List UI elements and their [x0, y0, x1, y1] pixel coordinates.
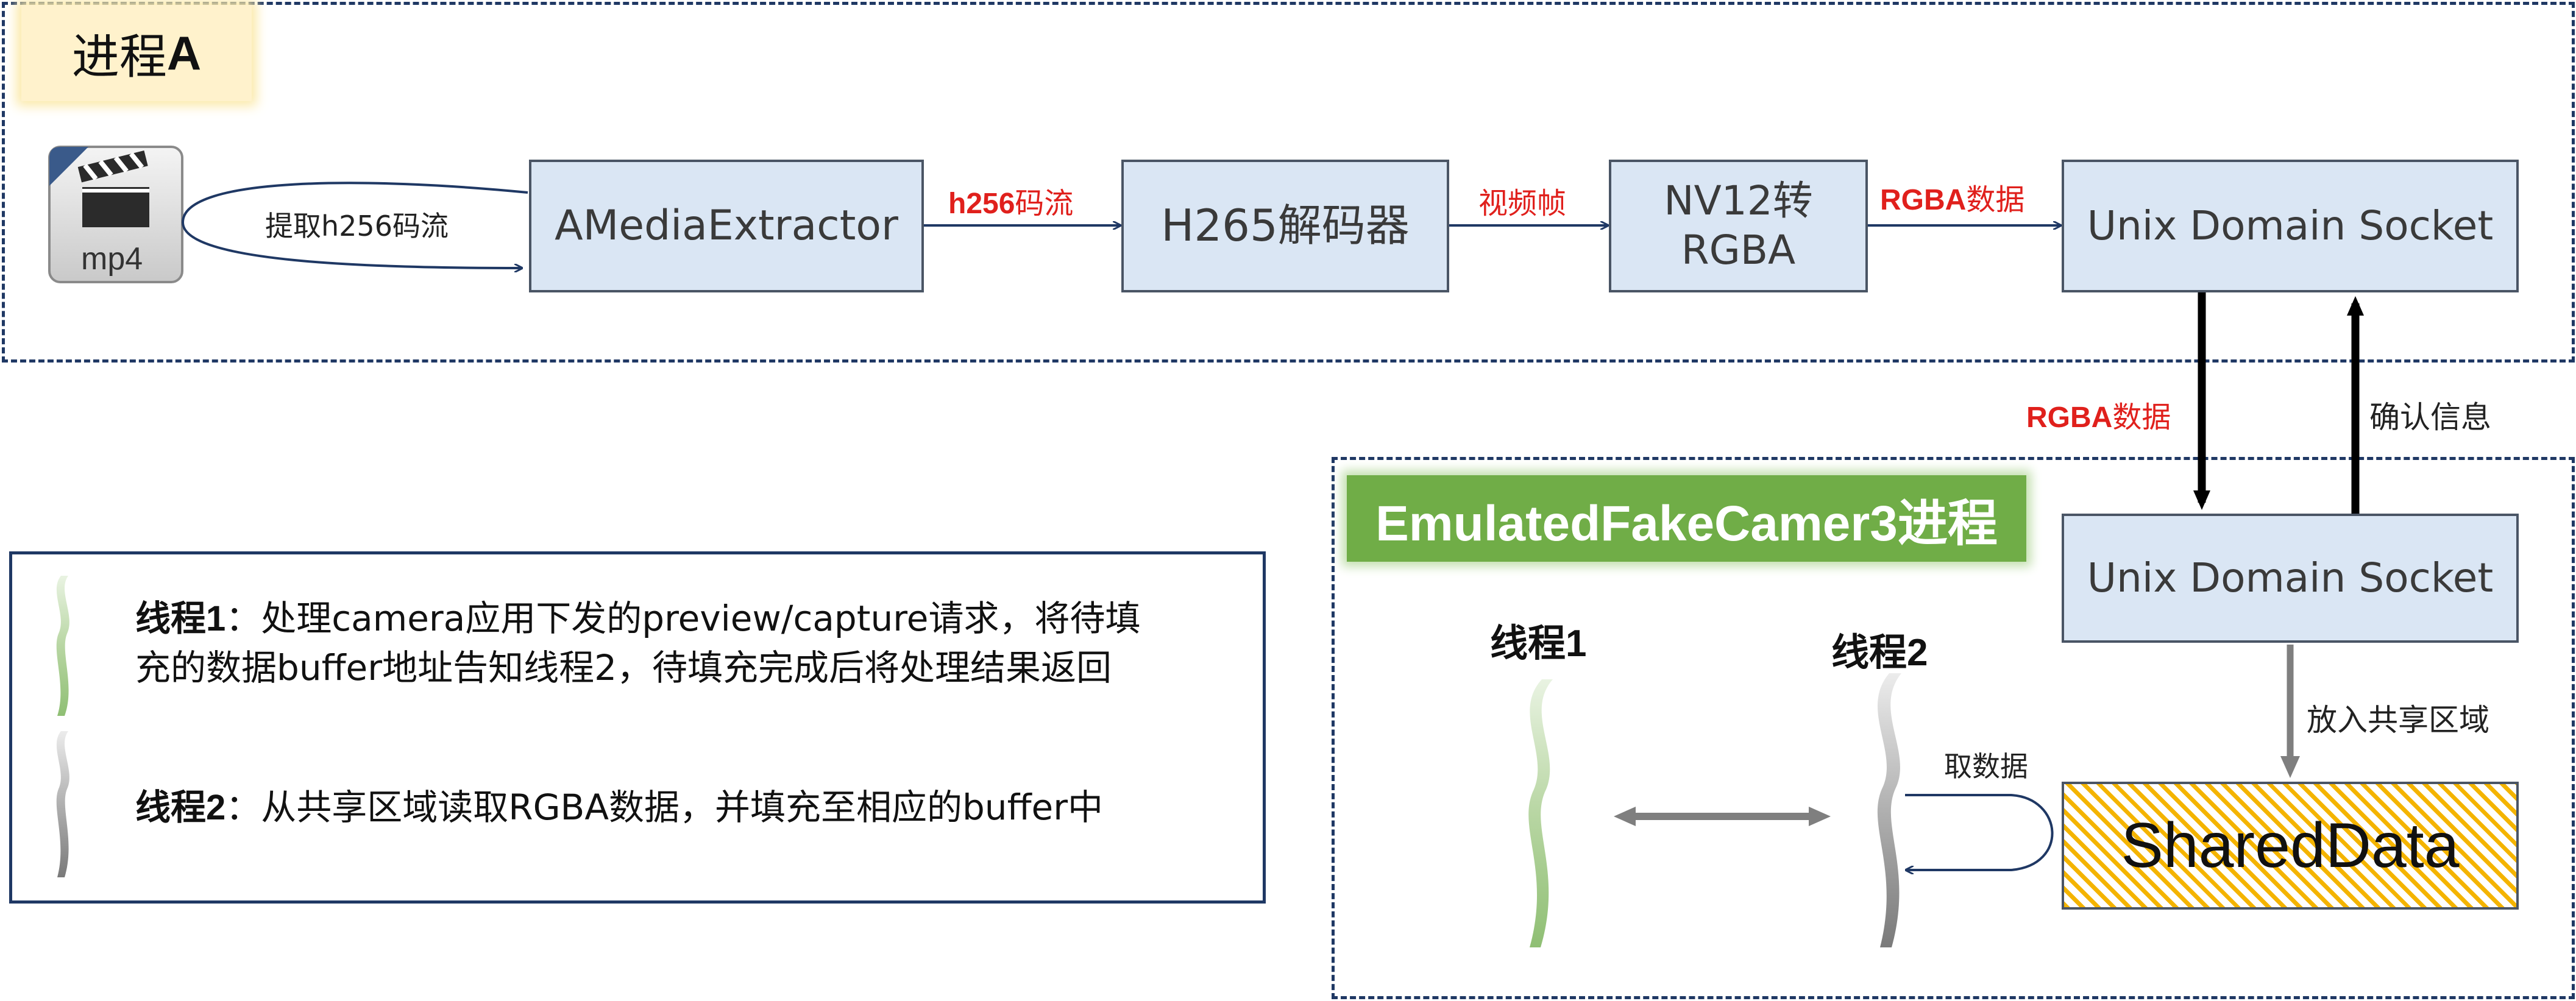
gray-thread-icon: [1877, 673, 1901, 947]
mp4-label: mp4: [81, 241, 143, 277]
legend-green-thread-icon: [56, 576, 69, 716]
stream-label-rest: 码流: [1015, 186, 1074, 221]
extract-label: 提取h256码流: [265, 210, 449, 242]
frames-label: 视频帧: [1478, 186, 1567, 221]
fetch-data-connector: [1905, 794, 2054, 870]
amediaextractor-label: AMediaExtractor: [555, 201, 898, 250]
legend-thread1-line1: 线程1：处理camera应用下发的preview/capture请求，将待填: [135, 594, 1140, 643]
fetch-data-label: 取数据: [1944, 750, 2028, 783]
rgba-data-label-bold: RGBA: [1880, 184, 1967, 216]
mp4-file: mp4: [46, 143, 186, 286]
h265-decoder-label: H265解码器: [1161, 200, 1410, 252]
nv12-converter-line2: RGBA: [1681, 227, 1796, 274]
legend-gray-thread-icon: [56, 731, 69, 877]
legend-thread1: 线程1：处理camera应用下发的preview/capture请求，将待填 充…: [135, 594, 1140, 692]
legend-thread1-text: ：处理camera应用下发的preview/capture请求，将待填: [225, 598, 1141, 639]
legend-thread2: 线程2：从共享区域读取RGBA数据，并填充至相应的buffer中: [135, 783, 1103, 832]
process-b-title: EmulatedFakeCamer3进程: [1347, 475, 2026, 562]
thread1-title-num: 1: [1566, 623, 1587, 665]
legend-thread2-prefix: 线程: [135, 788, 207, 827]
clapperboard-icon: [48, 146, 183, 283]
amediaextractor-box: AMediaExtractor: [529, 160, 924, 292]
nv12-converter-line1: NV12转: [1664, 177, 1813, 225]
shared-data-label: SharedData: [2121, 810, 2460, 881]
put-shared-label: 放入共享区域: [2307, 702, 2489, 738]
stream-label: h256码流: [948, 179, 1073, 222]
socket-a-label: Unix Domain Socket: [2087, 202, 2494, 249]
extract-loop-connector: [181, 182, 528, 268]
shared-data-box: SharedData: [2062, 782, 2519, 910]
rgba-data-label: RGBA数据: [1880, 175, 2024, 218]
socket-a-box: Unix Domain Socket: [2062, 160, 2519, 292]
legend-box: [9, 551, 1266, 904]
socket-b-label: Unix Domain Socket: [2087, 554, 2494, 601]
down-rgba-label-bold: RGBA: [2026, 401, 2113, 434]
thread2-title: 线程2: [1831, 621, 1928, 676]
thread2-title-prefix: 线程: [1831, 630, 1907, 674]
thread1-title: 线程1: [1490, 612, 1587, 667]
legend-thread1-num: 1: [206, 599, 226, 638]
thread1-title-prefix: 线程: [1490, 621, 1566, 665]
process-b-frame: [1332, 457, 2575, 999]
green-thread-icon: [1528, 679, 1553, 947]
process-a-frame: [2, 2, 2575, 363]
process-a-title-suffix: A: [166, 26, 202, 80]
down-rgba-label-rest: 数据: [2112, 400, 2171, 434]
rgba-data-label-rest: 数据: [1966, 183, 2025, 217]
legend-thread2-text: ：从共享区域读取RGBA数据，并填充至相应的buffer中: [225, 787, 1104, 828]
legend-thread2-num: 2: [206, 788, 226, 827]
legend-thread1-prefix: 线程: [135, 599, 207, 638]
legend-thread1-line2: 充的数据buffer地址告知线程2，待填充完成后将处理结果返回: [135, 647, 1112, 689]
socket-b-box: Unix Domain Socket: [2062, 514, 2519, 643]
h265-decoder-box: H265解码器: [1121, 160, 1449, 292]
down-rgba-label: RGBA数据: [2026, 393, 2171, 436]
stream-label-bold: h256: [948, 188, 1015, 220]
thread2-title-num: 2: [1907, 632, 1928, 674]
process-a-title-prefix: 进程: [71, 30, 167, 85]
nv12-converter-box: NV12转 RGBA: [1609, 160, 1868, 292]
ack-label: 确认信息: [2369, 400, 2491, 435]
